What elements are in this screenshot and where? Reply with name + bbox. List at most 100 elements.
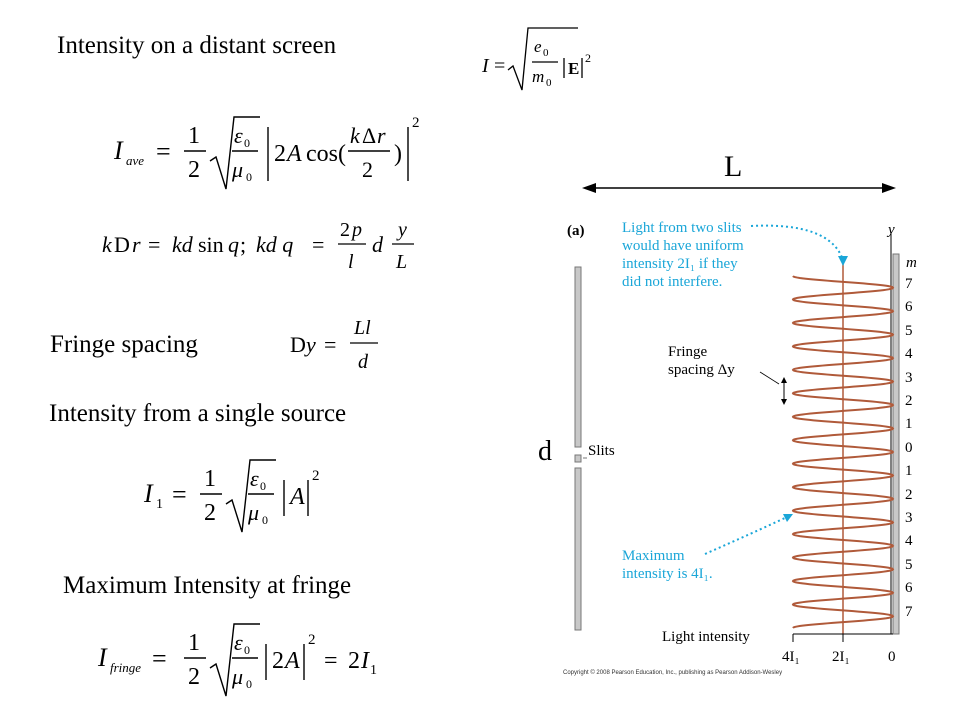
order-number: 6 (905, 299, 913, 316)
svg-text:=: = (324, 332, 336, 357)
svg-text:sin: sin (198, 232, 224, 257)
svg-text:μ: μ (231, 664, 243, 689)
svg-text:0: 0 (246, 170, 252, 184)
svg-text:ε: ε (234, 630, 243, 655)
svg-text:L: L (395, 251, 407, 273)
svg-text:y: y (396, 219, 407, 241)
svg-text:2: 2 (188, 664, 200, 690)
svg-text:0: 0 (260, 479, 266, 493)
equation-intensity-average: I ave = 1 2 ε 0 μ 0 2 A cos( k Δ r 2 ) 2 (113, 115, 420, 190)
svg-text:fringe: fringe (110, 660, 141, 675)
svg-text:d: d (358, 351, 369, 373)
slit-barrier-bottom (574, 467, 582, 631)
svg-text:=: = (324, 648, 338, 674)
axis-label-0: 0 (888, 649, 896, 665)
heading-single-source: Intensity from a single source (49, 400, 347, 427)
svg-text:e: e (534, 37, 542, 56)
svg-text:=: = (156, 137, 171, 166)
svg-text:2: 2 (312, 468, 320, 484)
svg-text:): ) (394, 141, 402, 167)
svg-text:kd: kd (172, 232, 194, 257)
L-arrow (582, 183, 896, 193)
svg-text:2: 2 (274, 141, 286, 167)
svg-text:D: D (290, 332, 306, 357)
order-number: 5 (905, 322, 913, 339)
svg-text:I: I (360, 648, 370, 674)
svg-text:cos(: cos( (306, 141, 346, 167)
order-number: 6 (905, 580, 913, 597)
svg-text:I: I (143, 479, 154, 508)
svg-text:2: 2 (204, 500, 216, 526)
svg-text:0: 0 (543, 47, 549, 59)
order-number: 2 (905, 486, 913, 503)
svg-text:kd q: kd q (256, 232, 293, 257)
copyright: Copyright © 2008 Pearson Education, Inc.… (563, 670, 783, 676)
svg-text:0: 0 (546, 77, 552, 89)
svg-text:Δ: Δ (362, 123, 376, 148)
svg-text:r: r (132, 232, 141, 257)
equation-fringe-spacing: D y = Ll d (290, 317, 378, 373)
slit-barrier-top (574, 266, 582, 448)
slit-barrier-middle (574, 454, 582, 463)
label-d: d (538, 436, 552, 467)
svg-text:d: d (372, 232, 384, 257)
annotation-maximum: Maximum intensity is 4I₁. (622, 548, 713, 582)
svg-text:2: 2 (188, 157, 200, 183)
svg-text:p: p (350, 219, 362, 241)
svg-text:1: 1 (204, 466, 216, 492)
axis-label-4I1: 4I₁ (782, 649, 800, 665)
order-number: 4 (905, 346, 913, 363)
heading-max-intensity: Maximum Intensity at fringe (63, 572, 352, 599)
equation-phase-difference: k D r = kd sin q ; kd q = 2 p l d y L (102, 219, 414, 273)
svg-text:μ: μ (247, 500, 259, 525)
svg-text:l: l (348, 251, 354, 273)
annotation-uniform: Light from two slits would have uniform … (622, 220, 744, 290)
order-number: 2 (905, 393, 913, 409)
svg-text:I: I (481, 55, 490, 77)
svg-text:0: 0 (244, 136, 250, 150)
svg-text:D: D (114, 232, 130, 257)
intensity-curve (791, 275, 895, 629)
svg-text:q: q (228, 232, 239, 257)
svg-text:A: A (285, 141, 302, 167)
m-label: m (906, 255, 917, 271)
svg-text:2: 2 (340, 219, 350, 241)
svg-text:;: ; (240, 232, 246, 257)
svg-text:0: 0 (262, 513, 268, 527)
order-number: 1 (905, 463, 913, 480)
svg-text:1: 1 (156, 497, 163, 512)
svg-text:ε: ε (234, 123, 243, 148)
order-number: 1 (905, 416, 913, 433)
svg-text:1: 1 (188, 123, 200, 149)
svg-text:1: 1 (188, 630, 200, 656)
equation-intensity-single: I 1 = 1 2 ε 0 μ 0 A 2 (143, 459, 320, 533)
equation-intensity-distant: I = e 0 m 0 E 2 (481, 27, 591, 91)
svg-text:2: 2 (308, 632, 316, 648)
slits-label: Slits (588, 443, 615, 459)
heading-distant-screen: Intensity on a distant screen (57, 32, 337, 59)
heading-fringe-spacing: Fringe spacing (50, 331, 198, 358)
interference-figure (574, 224, 900, 642)
y-axis-label: y (888, 222, 895, 238)
svg-text:k: k (102, 232, 113, 257)
svg-text:2: 2 (585, 51, 591, 65)
svg-text:k: k (350, 123, 361, 148)
svg-text:0: 0 (244, 643, 250, 657)
svg-text:y: y (304, 332, 316, 357)
svg-text:μ: μ (231, 157, 243, 182)
svg-text:r: r (377, 123, 386, 148)
order-number: 5 (905, 556, 913, 573)
svg-text:ε: ε (250, 466, 259, 491)
svg-text:ave: ave (126, 153, 144, 168)
svg-text:A: A (283, 648, 300, 674)
svg-text:I: I (97, 643, 108, 672)
svg-text:m: m (532, 67, 544, 86)
order-number: 7 (905, 603, 913, 620)
panel-label: (a) (567, 223, 585, 239)
svg-text:1: 1 (370, 663, 377, 678)
order-number: 4 (905, 533, 913, 550)
svg-text:=: = (494, 55, 505, 77)
equation-intensity-fringe: I fringe = 1 2 ε 0 μ 0 2 A 2 = 2 I 1 (97, 623, 377, 697)
screen (892, 253, 900, 635)
svg-text:=: = (312, 232, 324, 257)
